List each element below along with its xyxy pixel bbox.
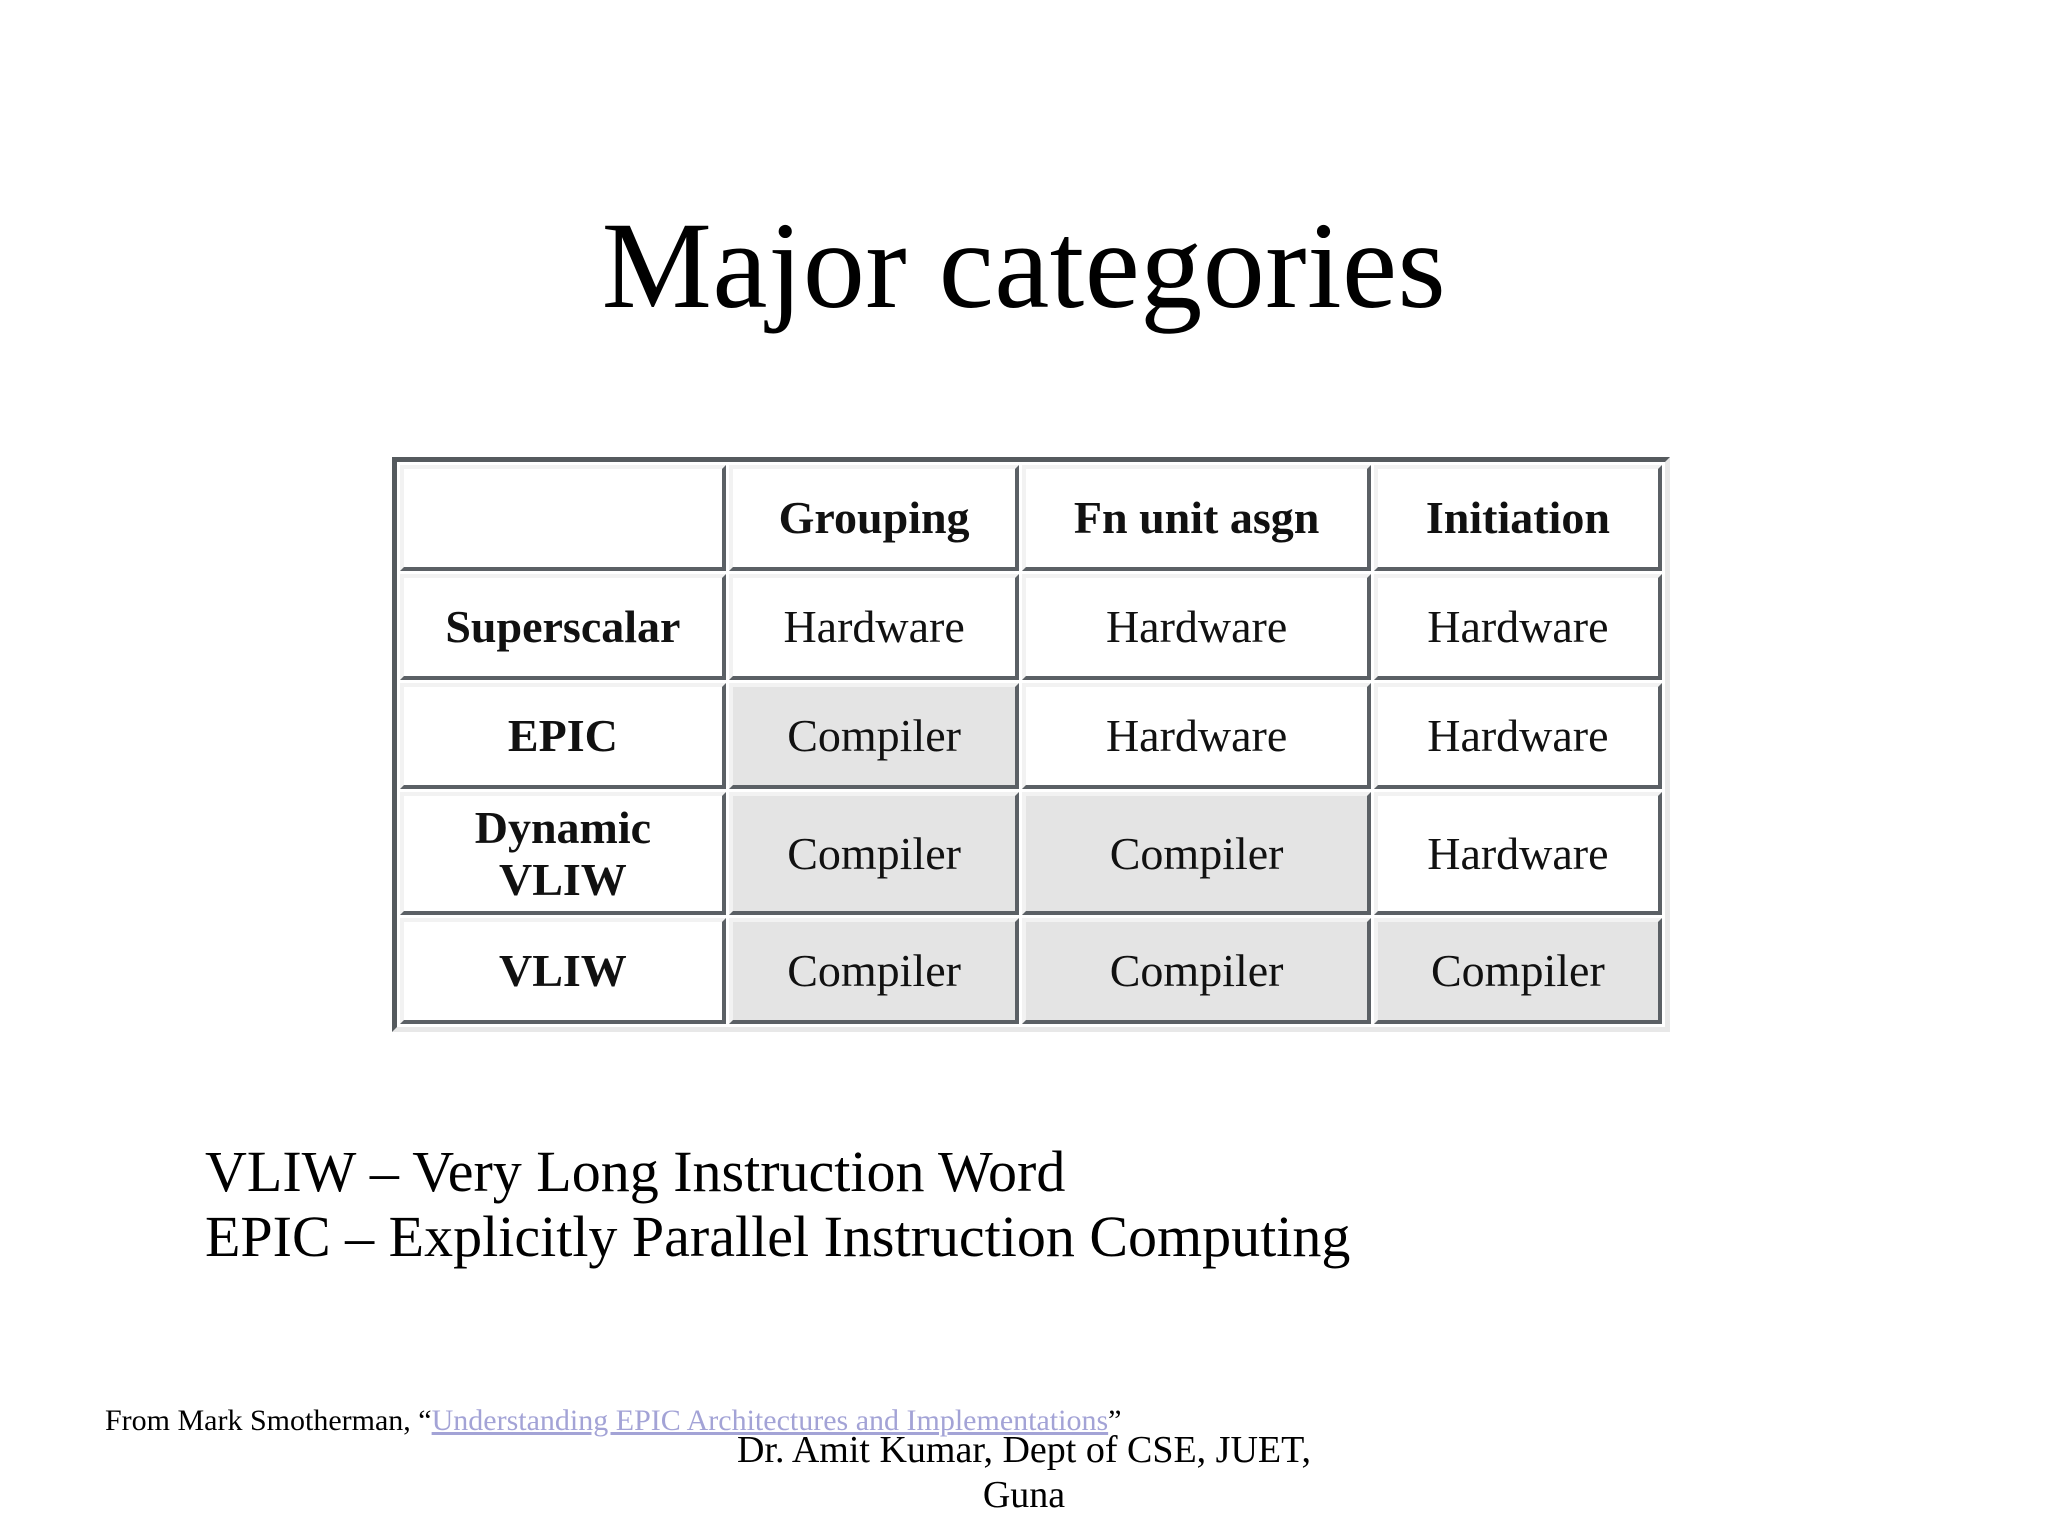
definition-vliw: VLIW – Very Long Instruction Word <box>205 1139 1066 1204</box>
cell-vliw-fn-unit-asgn: Compiler <box>1022 918 1371 1025</box>
row-label-epic: EPIC <box>400 683 726 789</box>
page-title: Major categories <box>601 197 1447 335</box>
source-link[interactable]: Understanding EPIC Architectures and Imp… <box>431 1404 1109 1437</box>
attribution-line: From Mark Smotherman, “Understanding EPI… <box>105 1403 1121 1439</box>
row-label-dynamic-vliw: Dynamic VLIW <box>400 792 726 916</box>
cell-superscalar-initiation: Hardware <box>1373 574 1662 680</box>
table-header-row: Grouping Fn unit asgn Initiation <box>400 465 1662 571</box>
table-header-cell-grouping: Grouping <box>728 465 1020 571</box>
attribution-suffix: ” <box>1108 1404 1122 1437</box>
row-label-superscalar: Superscalar <box>400 574 726 680</box>
table-header-cell-fn-unit-asgn: Fn unit asgn <box>1022 465 1371 571</box>
row-label-vliw: VLIW <box>400 918 726 1025</box>
table-row: Dynamic VLIW Compiler Compiler Hardware <box>400 792 1662 916</box>
cell-vliw-grouping: Compiler <box>728 918 1020 1025</box>
table-header-cell-initiation: Initiation <box>1373 465 1662 571</box>
cell-dynamic-vliw-initiation: Hardware <box>1373 792 1662 916</box>
definitions-block: VLIW – Very Long Instruction Word EPIC –… <box>205 1139 1351 1270</box>
cell-epic-grouping: Compiler <box>728 683 1020 789</box>
cell-superscalar-grouping: Hardware <box>728 574 1020 680</box>
cell-vliw-initiation: Compiler <box>1373 918 1662 1025</box>
definition-epic: EPIC – Explicitly Parallel Instruction C… <box>205 1203 1351 1269</box>
cell-epic-initiation: Hardware <box>1373 683 1662 789</box>
attribution-prefix: From Mark Smotherman, “ <box>105 1404 432 1437</box>
major-categories-table-container: Grouping Fn unit asgn Initiation Supersc… <box>392 457 1670 1033</box>
author-line-1: Dr. Amit Kumar, Dept of CSE, JUET, <box>736 1429 1312 1471</box>
cell-epic-fn-unit-asgn: Hardware <box>1022 683 1371 789</box>
table-row: EPIC Compiler Hardware Hardware <box>400 683 1662 789</box>
major-categories-table: Grouping Fn unit asgn Initiation Supersc… <box>392 457 1670 1033</box>
cell-superscalar-fn-unit-asgn: Hardware <box>1022 574 1371 680</box>
cell-dynamic-vliw-grouping: Compiler <box>728 792 1020 916</box>
table-row: VLIW Compiler Compiler Compiler <box>400 918 1662 1025</box>
table-row: Superscalar Hardware Hardware Hardware <box>400 574 1662 680</box>
author-credit: Dr. Amit Kumar, Dept of CSE, JUET, Guna <box>0 1428 2048 1518</box>
cell-dynamic-vliw-fn-unit-asgn: Compiler <box>1022 792 1371 916</box>
table-header-cell-blank <box>400 465 726 571</box>
author-line-2: Guna <box>982 1473 1066 1516</box>
